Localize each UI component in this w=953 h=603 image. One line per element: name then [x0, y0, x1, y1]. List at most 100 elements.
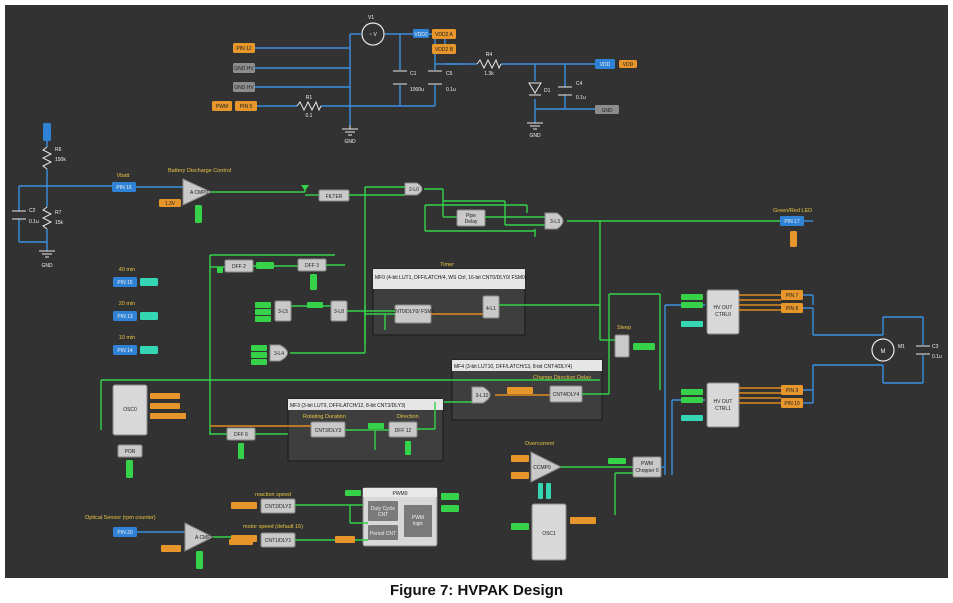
- vdd-net-text: VDD: [623, 62, 634, 68]
- mf3-desc: MF3 (3-bit LUT9, DFF/LATCH/12, 8-bit CNT…: [290, 403, 406, 409]
- gnd-hv-b-label: GND HV: [234, 85, 254, 91]
- mf4-header: [452, 360, 602, 371]
- r6-label: R6: [55, 147, 62, 153]
- resistor-r7[interactable]: [41, 206, 53, 230]
- sleep-block[interactable]: [614, 334, 630, 358]
- vdd2-b-pin[interactable]: [432, 44, 456, 54]
- mf4-section: MF4 (3-bit LUT10, DFF/LATCH/13, 8-bit CN…: [435, 293, 661, 421]
- filter-label: FILTER: [326, 194, 343, 200]
- d1-label: D1: [544, 88, 551, 94]
- pin-17-tag: [790, 231, 797, 247]
- pin-17[interactable]: [780, 216, 804, 226]
- pin-12-label: PIN 12: [236, 46, 252, 52]
- lut-4-l1-label: 4-L1: [486, 306, 496, 312]
- cnt2-clk-tag: [231, 502, 257, 509]
- ccmp-in-2: [511, 472, 529, 479]
- dff-12-tag: [405, 441, 411, 455]
- por-block[interactable]: [117, 444, 143, 458]
- figure-caption: Figure 7: HVPAK Design: [389, 582, 564, 599]
- lut-3-l10[interactable]: [471, 386, 491, 404]
- pin-14[interactable]: [113, 345, 137, 355]
- lut-3-l4[interactable]: [269, 344, 288, 362]
- ccmp-tag-2: [546, 483, 551, 499]
- zener-diode-d1[interactable]: [528, 82, 542, 94]
- cnt1-label: CNT1/DLY1: [265, 538, 292, 544]
- comparator-acmp0[interactable]: [182, 178, 213, 206]
- period-cnt[interactable]: [368, 525, 398, 540]
- acmp0-label: A CMP0: [190, 190, 209, 196]
- hv-out-ctrl0[interactable]: [706, 289, 740, 335]
- pin-15[interactable]: [113, 277, 137, 287]
- motor-speed-label: motor speed (default 16): [243, 524, 303, 530]
- lut-3-l5-label: 3-L5: [278, 309, 288, 315]
- osc0-block[interactable]: [112, 384, 148, 436]
- comparator-acmp1h[interactable]: [184, 522, 215, 552]
- gnd-label-3: GND: [41, 263, 53, 269]
- dff-6-tag: [238, 443, 244, 459]
- acmp1h-ref-tag: [161, 545, 181, 552]
- pin-10[interactable]: [781, 398, 803, 408]
- pwm0-title: PWM0: [393, 491, 408, 497]
- vbatt-label: Vbatt: [117, 173, 130, 179]
- m20-label: 20 min: [119, 301, 136, 307]
- osc-section: OSC0 POR MF3 (3-bit LUT9, DFF/LATCH/12, …: [100, 325, 655, 478]
- gnd-hv-pin-b[interactable]: [233, 82, 255, 92]
- mf4-clk-tag: [507, 387, 533, 394]
- duty-cycle-cnt[interactable]: [368, 501, 398, 521]
- pin-12[interactable]: [233, 43, 255, 53]
- r6-value: 150k: [55, 157, 66, 163]
- gnd-hv-pin-a[interactable]: [233, 63, 255, 73]
- pin-8-label: PIN 8: [786, 306, 799, 312]
- pwm-chopper-0[interactable]: [632, 456, 662, 478]
- hv1-in-2: [681, 397, 703, 403]
- ccmp0-comparator[interactable]: [530, 451, 563, 483]
- pin-9-label: PIN 9: [786, 388, 799, 394]
- ccmp-in-1: [511, 455, 529, 462]
- vdd2-b-label: VDD2 B: [435, 47, 454, 53]
- lut-3-l5[interactable]: [274, 300, 292, 322]
- lut-2-l0[interactable]: [404, 182, 423, 196]
- lut-3-l8-label: 3-L8: [334, 309, 344, 315]
- input-tag-b1: [251, 345, 267, 351]
- pin-16[interactable]: [112, 182, 136, 192]
- pipe-delay-label-2: Delay: [465, 219, 478, 225]
- pipe-delay-block[interactable]: [456, 209, 486, 227]
- motor-m1[interactable]: [871, 338, 895, 362]
- cnt2-dly2-block[interactable]: [260, 498, 296, 514]
- power-section: ~ V V1 PIN 12 GND HV GND HV PWM PIN 5 R1…: [212, 15, 637, 145]
- gnd-pin[interactable]: [595, 105, 619, 114]
- battery-title: Battery Discharge Control: [168, 168, 231, 174]
- osc1-label: OSC1: [542, 531, 556, 537]
- sleep-out-tag: [633, 343, 655, 350]
- pin-13[interactable]: [113, 311, 137, 321]
- pwm-net-text: PWM: [216, 104, 228, 110]
- vdd2-a-pin[interactable]: [432, 29, 456, 39]
- resistor-r6[interactable]: [41, 146, 53, 170]
- pin-9[interactable]: [781, 385, 803, 395]
- hv-ctrl0-line1: HV OUT: [714, 305, 733, 311]
- pin-5-label: PIN 5: [240, 104, 253, 110]
- c5-value: 0.1u: [446, 87, 456, 93]
- resistor-r1[interactable]: [296, 100, 322, 112]
- lut-2-l0-label: 2-L0: [409, 187, 419, 193]
- pin-8[interactable]: [781, 303, 803, 313]
- pin-5[interactable]: [235, 101, 257, 111]
- pin-20[interactable]: [113, 527, 137, 537]
- acmp1h-out-tag: [229, 539, 253, 545]
- c2-value: 0.1u: [29, 219, 39, 225]
- c1-label: C1: [410, 71, 417, 77]
- lut-3-l3[interactable]: [544, 212, 564, 230]
- voltage-source-v1[interactable]: [361, 22, 385, 46]
- pwm-logic-line1: PWM: [412, 515, 424, 521]
- lut-4-l1[interactable]: [482, 295, 500, 319]
- pin-7[interactable]: [781, 290, 803, 300]
- hv-out-ctrl1[interactable]: [706, 382, 740, 428]
- c1-value: 1000u: [410, 87, 424, 93]
- resistor-r4[interactable]: [476, 58, 502, 70]
- ccmp-tag-1: [538, 483, 543, 499]
- cnt4-label: CNT4/DLY4: [553, 392, 580, 398]
- osc1-block[interactable]: [531, 503, 567, 561]
- vdd-pin[interactable]: [595, 59, 615, 69]
- pwm-logic[interactable]: [404, 505, 432, 537]
- arrow-marker: [301, 185, 309, 191]
